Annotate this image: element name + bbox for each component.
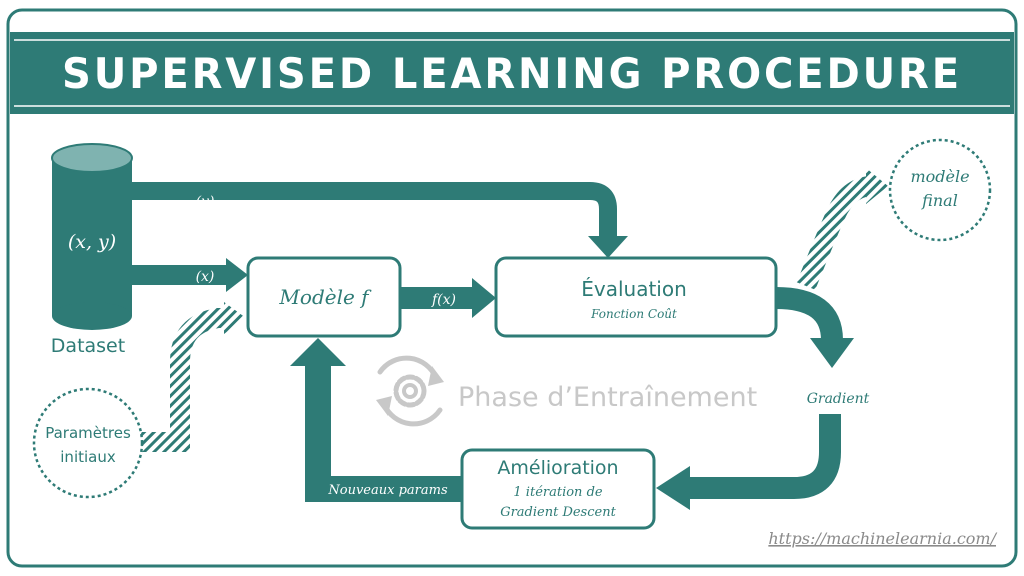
evaluation-subtitle: Fonction Coût: [590, 307, 677, 321]
improvement-line1: 1 itération de: [513, 485, 602, 500]
y-arrow: [132, 182, 617, 238]
evaluation-title: Évaluation: [581, 277, 687, 301]
title-banner: [10, 32, 1014, 114]
y-arrow-head: [588, 236, 628, 258]
gradient-label: Gradient: [807, 391, 870, 407]
x-arrow: [132, 265, 228, 285]
fx-arrow-head: [472, 278, 496, 318]
final-model-arrow: [796, 176, 872, 290]
new-params-arrow: [305, 364, 462, 502]
initial-params-arrow: [140, 308, 226, 452]
page-title: Supervised Learning Procedure: [62, 49, 962, 98]
initial-params-line1: Paramètres: [45, 424, 131, 442]
dataset-cylinder: [51, 143, 133, 330]
gradient-arrow-upper-head: [810, 338, 854, 368]
initial-params-line2: initiaux: [60, 448, 116, 466]
final-model-line2: final: [921, 191, 958, 210]
initial-params-node: [32, 387, 144, 499]
source-url-link[interactable]: https://machinelearnia.com/: [768, 529, 997, 548]
final-model-line1: modèle: [910, 167, 969, 186]
final-model-node: [888, 138, 992, 242]
initial-params-arrow-head: [224, 302, 246, 334]
training-phase-watermark: Phase d’Entraînement: [458, 382, 757, 413]
gradient-arrow-upper: [775, 287, 843, 341]
fx-arrow-label: f(x): [431, 292, 456, 308]
model-label: Modèle f: [278, 285, 372, 309]
fx-arrow: [400, 287, 474, 309]
improvement-line2: Gradient Descent: [500, 505, 616, 520]
x-arrow-label: (x): [196, 269, 215, 285]
new-params-label: Nouveaux params: [327, 483, 448, 498]
dataset-content: (x, y): [68, 231, 116, 253]
gradient-arrow-lower-head: [656, 466, 690, 510]
y-arrow-label: (y): [196, 194, 215, 210]
x-arrow-head: [226, 258, 248, 292]
new-params-arrow-head: [290, 338, 346, 366]
final-model-arrow-head: [866, 168, 888, 204]
improvement-title: Amélioration: [497, 457, 618, 479]
dataset-label: Dataset: [51, 335, 125, 357]
gradient-arrow-lower: [686, 414, 841, 499]
gear-cycle-icon: [376, 355, 444, 427]
